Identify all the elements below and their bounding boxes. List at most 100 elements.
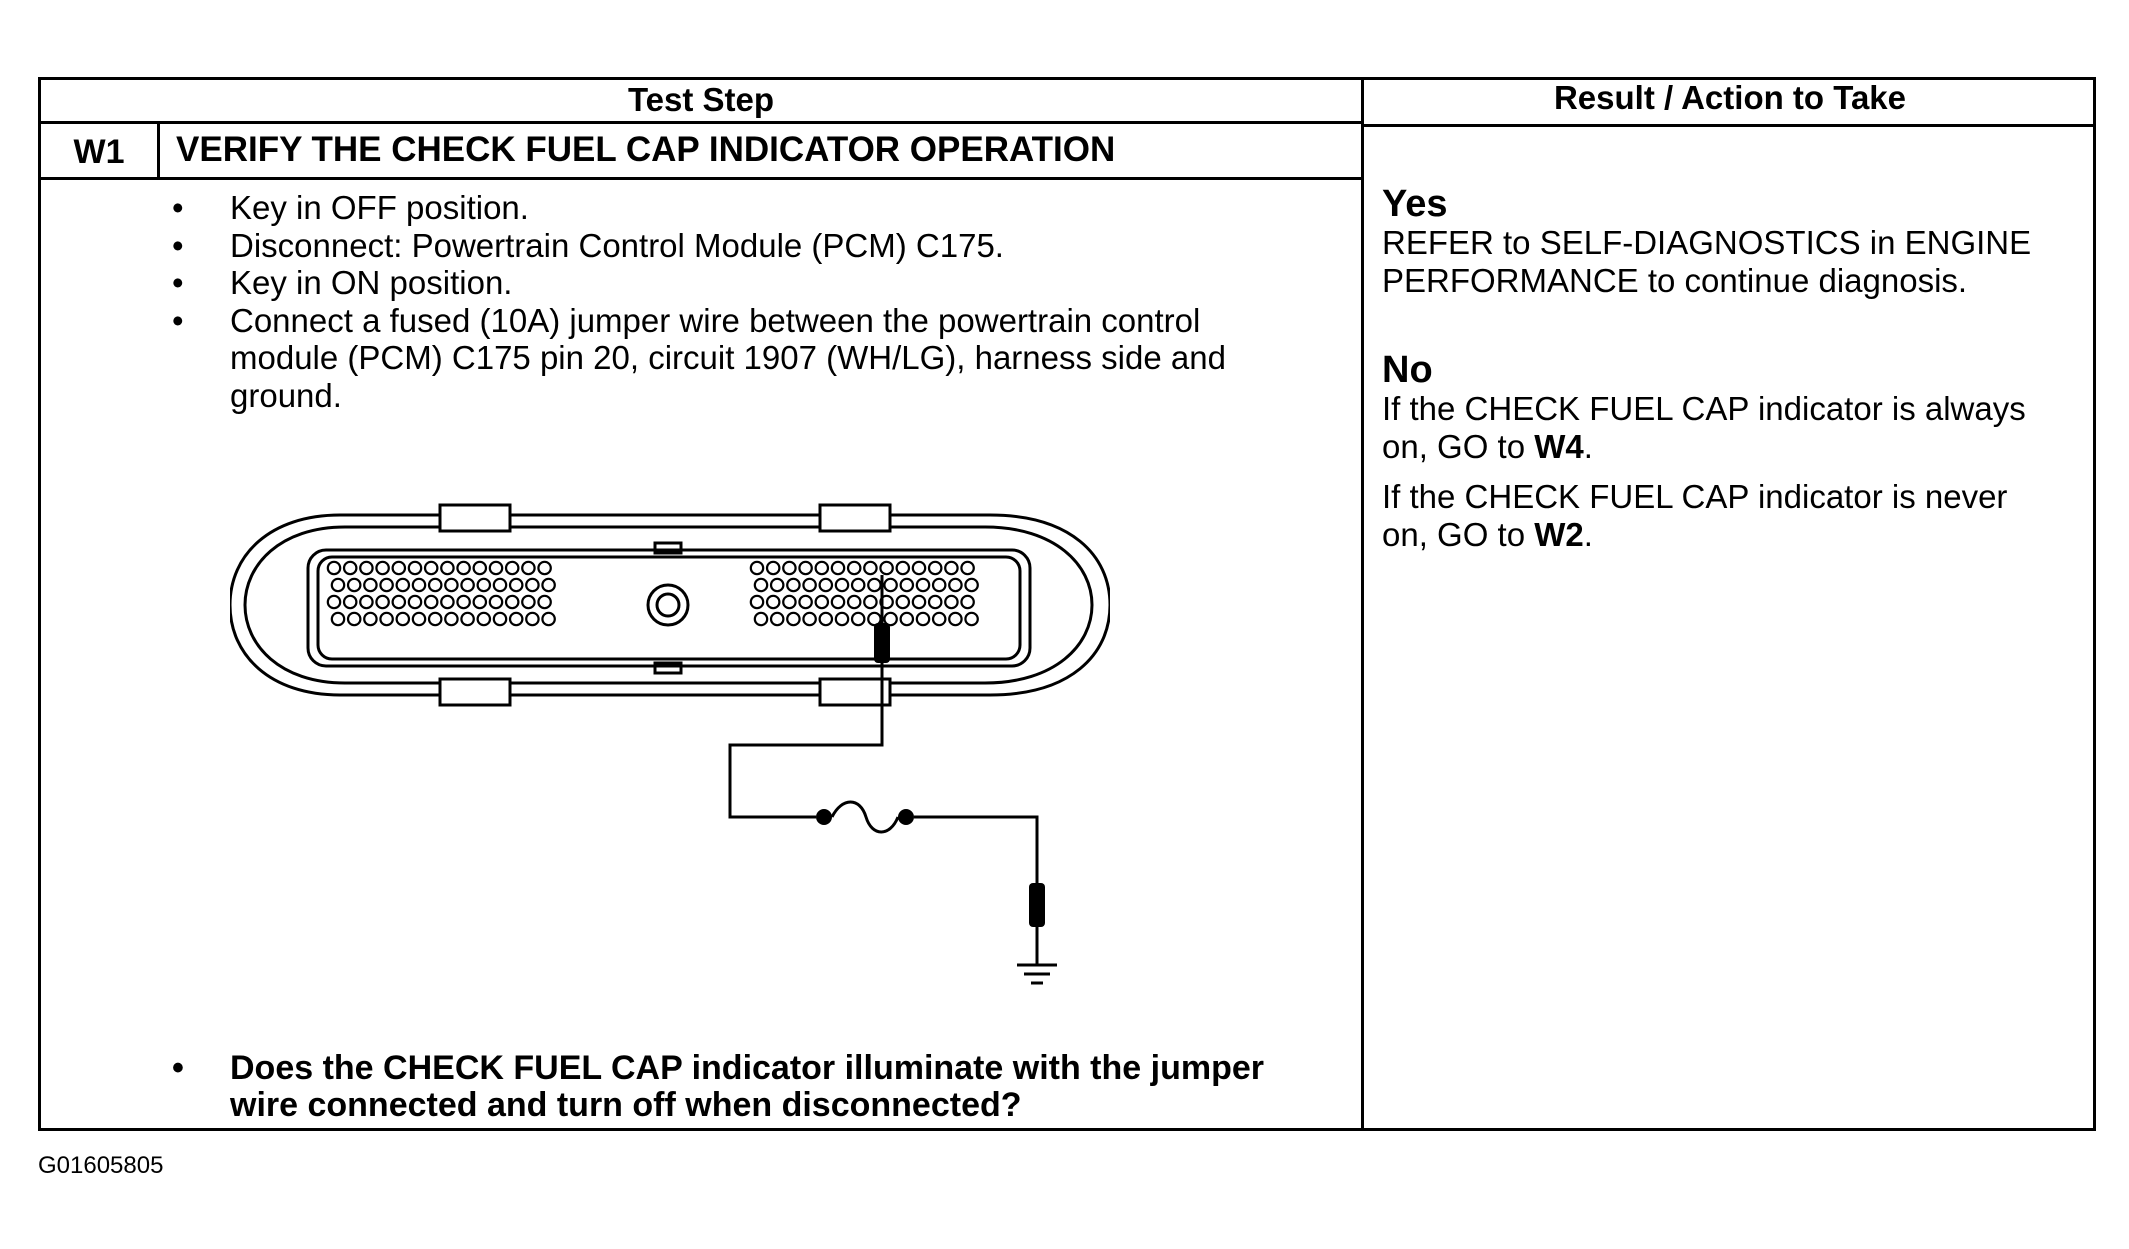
connector-pin bbox=[830, 594, 846, 610]
connector-pin bbox=[508, 577, 524, 593]
connector-pin bbox=[863, 594, 878, 610]
connector-pin bbox=[765, 594, 781, 610]
connector-pin bbox=[944, 594, 959, 610]
connector-pin bbox=[476, 611, 492, 627]
connector-pin bbox=[786, 611, 801, 627]
connector-pin bbox=[375, 594, 390, 610]
connector-pin bbox=[814, 560, 830, 576]
pin-face-inner bbox=[316, 555, 1022, 661]
connector-pin bbox=[460, 577, 475, 593]
probe-tip bbox=[874, 623, 890, 663]
no-text-never-on-pre: If the CHECK FUEL CAP indicator is never… bbox=[1382, 478, 2008, 553]
no-text-never-on-post: . bbox=[1583, 516, 1593, 553]
instruction-text: Key in ON position. bbox=[230, 264, 513, 301]
connector-pin bbox=[456, 594, 471, 610]
jumper-wire bbox=[728, 575, 884, 819]
connector-pin bbox=[379, 577, 394, 593]
no-text-never-on: If the CHECK FUEL CAP indicator is never… bbox=[1382, 478, 2062, 554]
connector-pin bbox=[846, 594, 862, 610]
connector-pin bbox=[391, 594, 407, 610]
connector-pin bbox=[492, 611, 508, 627]
connector-pin bbox=[863, 560, 878, 576]
connector-pin bbox=[899, 577, 915, 593]
connector-pin bbox=[927, 560, 943, 576]
connector-pin bbox=[330, 611, 346, 627]
connector-pin bbox=[818, 611, 834, 627]
connector-pin bbox=[363, 577, 378, 593]
connector-pin bbox=[521, 594, 536, 610]
connector-pin bbox=[440, 560, 455, 576]
connector-pin bbox=[915, 611, 931, 627]
connector-pin bbox=[326, 560, 342, 576]
connector-pin bbox=[427, 577, 443, 593]
connector-pin bbox=[359, 594, 374, 610]
column-divider bbox=[1361, 77, 1364, 1131]
connector-pin bbox=[440, 594, 455, 610]
connector-pin bbox=[541, 577, 556, 593]
connector-pin bbox=[834, 577, 850, 593]
connector-pin bbox=[782, 594, 797, 610]
fuse-symbol bbox=[830, 800, 900, 834]
connector-pin bbox=[444, 611, 459, 627]
latch-tab bbox=[818, 677, 892, 707]
connector-pin bbox=[488, 594, 504, 610]
instruction-text: Disconnect: Powertrain Control Module (P… bbox=[230, 226, 1004, 264]
latch-tab bbox=[818, 503, 892, 533]
instruction-list: Key in OFF position. Disconnect: Powertr… bbox=[172, 189, 1252, 414]
list-item: Key in ON position. bbox=[172, 264, 1252, 302]
connector-pin bbox=[798, 560, 813, 576]
connector-pin bbox=[753, 577, 769, 593]
connector-pin bbox=[330, 577, 346, 593]
connector-pin bbox=[460, 611, 475, 627]
connector-pin bbox=[786, 577, 801, 593]
no-text-always-on-pre: If the CHECK FUEL CAP indicator is alway… bbox=[1382, 390, 2026, 465]
connector-pin bbox=[867, 577, 882, 593]
connector-pin bbox=[850, 611, 866, 627]
connector-pin bbox=[456, 560, 471, 576]
connector-pin bbox=[895, 594, 911, 610]
jumper-wire-ground-leg bbox=[914, 815, 1039, 885]
connector-pin bbox=[850, 577, 866, 593]
connector-pin bbox=[395, 577, 411, 593]
connector-pin bbox=[537, 594, 552, 610]
connector-pin bbox=[846, 560, 862, 576]
step-title: VERIFY THE CHECK FUEL CAP INDICATOR OPER… bbox=[176, 130, 1116, 169]
connector-pin bbox=[944, 560, 959, 576]
list-item: Does the CHECK FUEL CAP indicator illumi… bbox=[172, 1050, 1272, 1124]
connector-inner-shell bbox=[243, 525, 1094, 685]
connector-pin bbox=[911, 560, 927, 576]
test-step-table bbox=[38, 77, 2096, 1131]
connector-pin bbox=[395, 611, 411, 627]
connector-pin bbox=[391, 560, 407, 576]
connector-pin bbox=[363, 611, 378, 627]
connector-pin bbox=[525, 577, 540, 593]
connector-pin bbox=[476, 577, 492, 593]
key-notch bbox=[653, 661, 683, 675]
connector-pin bbox=[525, 611, 540, 627]
connector-pin bbox=[931, 611, 947, 627]
step-ref-w4[interactable]: W4 bbox=[1534, 428, 1584, 465]
connector-pin bbox=[411, 577, 427, 593]
connector-pin bbox=[883, 577, 898, 593]
center-post bbox=[646, 583, 690, 627]
connector-pin bbox=[964, 577, 979, 593]
connector-pin bbox=[749, 560, 765, 576]
result-yes: Yes REFER to SELF-DIAGNOSTICS in ENGINE … bbox=[1382, 184, 2062, 300]
yes-label: Yes bbox=[1382, 183, 1448, 225]
header-divider-left bbox=[38, 121, 1364, 124]
connector-pin bbox=[911, 594, 927, 610]
connector-pin bbox=[504, 594, 520, 610]
connector-pin bbox=[895, 560, 911, 576]
connector-pin bbox=[915, 577, 931, 593]
fuse-terminal bbox=[816, 809, 832, 825]
connector-pin bbox=[960, 594, 975, 610]
step-ref-w2[interactable]: W2 bbox=[1534, 516, 1584, 553]
instruction-text: Connect a fused (10A) jumper wire betwee… bbox=[230, 301, 1226, 414]
connector-pin bbox=[802, 577, 817, 593]
question-text: Does the CHECK FUEL CAP indicator illumi… bbox=[230, 1049, 1264, 1124]
connector-pin bbox=[818, 577, 834, 593]
key-notch bbox=[653, 541, 683, 555]
connector-pin bbox=[504, 560, 520, 576]
header-divider-right bbox=[1361, 124, 2096, 127]
connector-pin bbox=[472, 560, 488, 576]
